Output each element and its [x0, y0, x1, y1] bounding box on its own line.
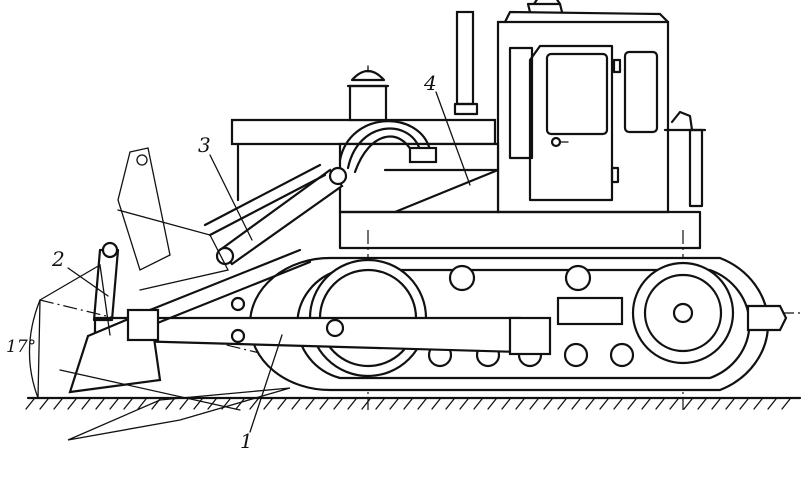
callout-4: 4: [423, 71, 437, 95]
callout-leaders: [67, 91, 471, 433]
ground-hatch-mark: [697, 398, 707, 410]
ground-hatch-mark: [725, 398, 735, 410]
ground-hatch-mark: [389, 398, 399, 410]
ground-hatch-mark: [67, 398, 77, 410]
track-roller: [609, 342, 635, 368]
ground-hatch-mark: [277, 398, 287, 410]
ground-hatch-mark: [53, 398, 63, 410]
ground-hatch-mark: [711, 398, 721, 410]
ground-hatch-mark: [655, 398, 665, 410]
ground-hatch-mark: [543, 398, 553, 410]
angle-label: 17°: [6, 337, 36, 357]
ground-hatch-mark: [641, 398, 651, 410]
callout-3: 3: [198, 133, 211, 157]
ground-hatch-mark: [109, 398, 119, 410]
ground-hatch-mark: [305, 398, 315, 410]
ground-hatch-mark: [781, 398, 791, 410]
ground-hatch-mark: [403, 398, 413, 410]
ground-hatch-mark: [459, 398, 469, 410]
exhaust-stack: [453, 10, 479, 116]
blade-angle-indicator: 17°: [6, 299, 41, 399]
ground-hatch-mark: [529, 398, 539, 410]
ground-hatch-mark: [95, 398, 105, 410]
ground-hatch-mark: [739, 398, 749, 410]
ground-hatch-mark: [361, 398, 371, 410]
engine-hood: [230, 118, 702, 250]
ground-hatch-mark: [39, 398, 49, 410]
callout-2: 2: [51, 247, 65, 271]
ground: [25, 396, 802, 410]
ground-hatch-mark: [375, 398, 385, 410]
ground-hatch-mark: [165, 398, 175, 410]
ground-hatch-mark: [585, 398, 595, 410]
callout-1: 1: [240, 429, 253, 453]
blade-ghost-raised: [117, 147, 229, 291]
ground-hatch-mark: [487, 398, 497, 410]
operator-cab: [496, 0, 707, 214]
ground-hatch-mark: [669, 398, 679, 410]
track-roller: [563, 342, 589, 368]
ground-hatch-mark: [515, 398, 525, 410]
ground-hatch-mark: [599, 398, 609, 410]
ground-hatch-mark: [25, 398, 35, 410]
ground-hatch-mark: [235, 398, 245, 410]
ground-hatch-mark: [179, 398, 189, 410]
ground-hatch-mark: [613, 398, 623, 410]
blade-ghost-lowered: [59, 369, 291, 441]
ground-hatch-mark: [137, 398, 147, 410]
ground-hatch-mark: [571, 398, 581, 410]
ground-hatch-mark: [431, 398, 441, 410]
ground-hatch-mark: [319, 398, 329, 410]
ground-hatch-mark: [767, 398, 777, 410]
ground-hatch-mark: [347, 398, 357, 410]
ground-hatch-mark: [753, 398, 763, 410]
ground-hatch-mark: [263, 398, 273, 410]
ground-hatch-mark: [81, 398, 91, 410]
ground-hatch-mark: [473, 398, 483, 410]
air-cleaner: [346, 65, 390, 122]
ground-hatch-mark: [249, 398, 259, 410]
ground-hatch-mark: [683, 398, 693, 410]
ground-hatch-mark: [123, 398, 133, 410]
lift-cylinder: [203, 163, 348, 266]
ground-hatch-mark: [501, 398, 511, 410]
ground-hatch-mark: [291, 398, 301, 410]
ground-hatch-mark: [333, 398, 343, 410]
ground-hatch-mark: [627, 398, 637, 410]
hydraulic-hoses: [338, 120, 438, 174]
push-frame: [93, 248, 788, 356]
ground-hatch-mark: [417, 398, 427, 410]
ground-hatch-mark: [445, 398, 455, 410]
ground-hatch-mark: [557, 398, 567, 410]
